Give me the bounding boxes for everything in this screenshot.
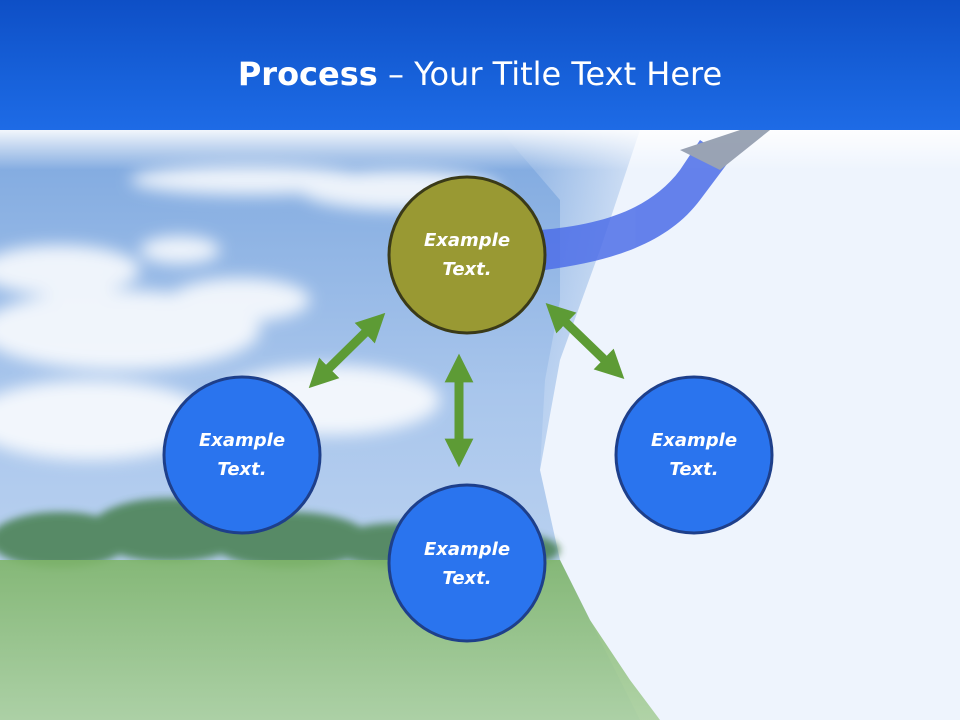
title-bar — [0, 0, 960, 130]
title-rest: Your Title Text Here — [414, 55, 723, 93]
circle-right — [614, 375, 774, 535]
double-arrow-top-right — [545, 302, 625, 380]
title-bold: Process — [237, 55, 378, 93]
slide-title: Process – Your Title Text Here — [0, 52, 960, 96]
circle-top — [387, 175, 547, 335]
node-right-label: Example Text. — [624, 426, 764, 484]
title-separator: – — [377, 55, 415, 93]
node-bottom-line2: Text. — [442, 568, 492, 589]
node-top-label: Example Text. — [397, 226, 537, 284]
circle-left — [162, 375, 322, 535]
double-arrow-left-top — [308, 312, 386, 389]
node-right-line2: Text. — [669, 459, 719, 480]
circle-bottom — [387, 483, 547, 643]
node-bottom-line1: Example — [423, 539, 511, 560]
node-left-line1: Example — [198, 430, 286, 451]
node-left-line2: Text. — [217, 459, 267, 480]
node-bottom-label: Example Text. — [397, 535, 537, 593]
node-top-line1: Example — [423, 230, 511, 251]
paintbrush-illustration — [540, 130, 770, 270]
node-right-line1: Example — [650, 430, 738, 451]
node-left-label: Example Text. — [172, 426, 312, 484]
node-top-line2: Text. — [442, 259, 492, 280]
